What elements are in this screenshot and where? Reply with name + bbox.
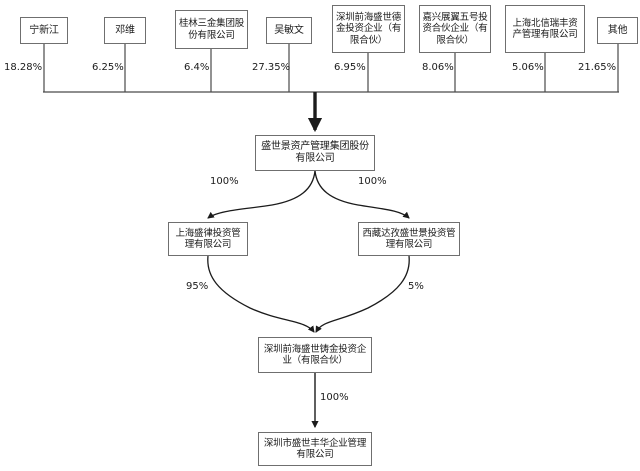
shareholder-label-7: 其他: [607, 24, 628, 36]
shareholder-percent-6: 5.06%: [512, 62, 544, 73]
shareholder-label-0: 宁新江: [29, 24, 59, 36]
shareholder-box-7[interactable]: 其他: [597, 17, 638, 44]
shareholder-box-0[interactable]: 宁新江: [20, 17, 68, 44]
shareholder-percent-4: 6.95%: [334, 62, 366, 73]
target-company-label: 深圳市盛世丰华企业管理有限公司: [263, 437, 367, 460]
subsidiary-box-0[interactable]: 上海盛律投资管理有限公司: [168, 222, 248, 256]
shareholder-percent-1: 6.25%: [92, 62, 124, 73]
shareholder-percent-5: 8.06%: [422, 62, 454, 73]
shareholder-label-5: 嘉兴展翼五号投资合伙企业（有限合伙）: [422, 12, 488, 46]
subsidiary-label-0: 上海盛律投资管理有限公司: [175, 227, 241, 250]
shareholder-percent-3: 27.35%: [252, 62, 291, 73]
parent-company-box[interactable]: 盛世景资产管理集团股份有限公司: [255, 135, 375, 171]
target-company-box[interactable]: 深圳市盛世丰华企业管理有限公司: [258, 432, 372, 466]
shareholder-percent-0: 18.28%: [4, 62, 43, 73]
shareholder-label-3: 吴敏文: [274, 24, 304, 36]
parent-to-subsidiary-percent-0: 100%: [210, 176, 239, 187]
parent-to-subsidiary-percent-1: 100%: [358, 176, 387, 187]
shareholder-percent-2: 6.4%: [184, 62, 210, 73]
shareholder-label-1: 邓维: [115, 24, 135, 36]
fund-box[interactable]: 深圳前海盛世铸金投资企业（有限合伙）: [258, 337, 372, 373]
parent-company-label: 盛世景资产管理集团股份有限公司: [261, 141, 369, 164]
shareholder-box-5[interactable]: 嘉兴展翼五号投资合伙企业（有限合伙）: [419, 5, 491, 53]
shareholder-label-2: 桂林三金集团股份有限公司: [178, 18, 245, 41]
shareholder-box-4[interactable]: 深圳前海盛世德金投资企业（有限合伙）: [332, 5, 405, 53]
fund-to-target-percent: 100%: [320, 392, 349, 403]
shareholder-percent-7: 21.65%: [578, 62, 617, 73]
subsidiary-box-1[interactable]: 西藏达孜盛世景投资管理有限公司: [358, 222, 460, 256]
shareholder-box-2[interactable]: 桂林三金集团股份有限公司: [175, 10, 248, 49]
subsidiary-label-1: 西藏达孜盛世景投资管理有限公司: [362, 227, 456, 250]
shareholder-box-3[interactable]: 吴敏文: [266, 17, 312, 44]
subsidiary-to-fund-percent-0: 95%: [186, 281, 209, 292]
shareholder-box-1[interactable]: 邓维: [104, 17, 146, 44]
shareholder-label-4: 深圳前海盛世德金投资企业（有限合伙）: [335, 12, 402, 46]
subsidiary-to-fund-percent-1: 5%: [408, 281, 424, 292]
fund-label: 深圳前海盛世铸金投资企业（有限合伙）: [263, 343, 367, 366]
shareholder-label-6: 上海北信瑞丰资产管理有限公司: [512, 17, 578, 40]
shareholder-box-6[interactable]: 上海北信瑞丰资产管理有限公司: [505, 5, 585, 53]
